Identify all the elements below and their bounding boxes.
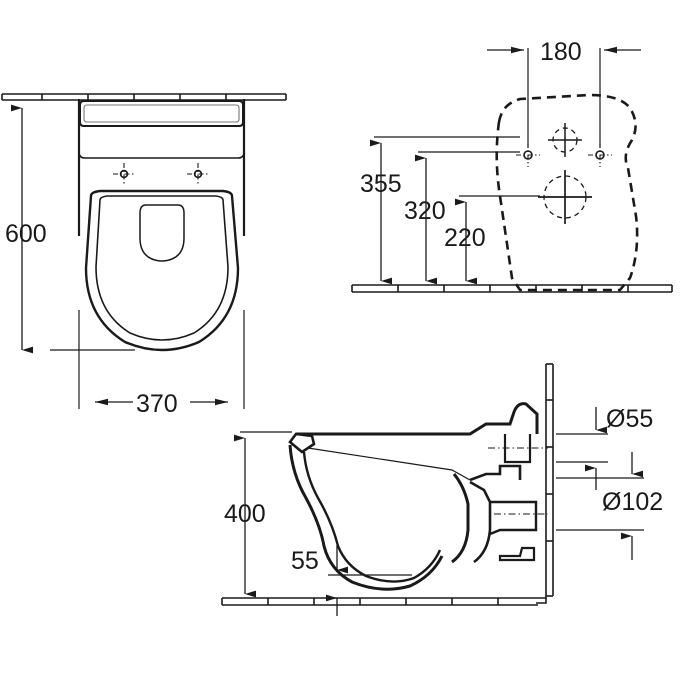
- dimension-180-label: 180: [540, 38, 582, 66]
- plan-fixing-hole-right: [187, 163, 209, 185]
- plan-seat-lid: [78, 100, 245, 159]
- dimension-320-label: 320: [404, 197, 446, 225]
- dimension-55-label: 55: [291, 547, 319, 575]
- plan-body-outline: [77, 99, 246, 236]
- elevation-dashed-outline: [495, 93, 639, 292]
- elevation-floor-line: [351, 284, 673, 293]
- dimension-355: 355: [360, 136, 520, 285]
- side-section-view: 400 55 Ø55 Ø102: [221, 363, 663, 616]
- dimension-220-label: 220: [444, 224, 486, 252]
- dimension-600-label: 600: [5, 220, 47, 248]
- plan-bowl-opening: [139, 204, 185, 262]
- dimension-diameter-55-label: Ø55: [606, 405, 653, 433]
- dimension-diameter-102: Ø102: [556, 452, 663, 560]
- dimension-55: 55: [291, 545, 412, 616]
- dimension-320: 320: [404, 151, 520, 285]
- dimension-diameter-55: Ø55: [556, 405, 653, 490]
- elevation-outlet-upper: [548, 123, 582, 157]
- dimension-400: 400: [224, 431, 292, 598]
- dimension-600: 600: [5, 104, 135, 354]
- elevation-outlet-lower: [538, 170, 592, 224]
- plan-fixing-hole-left: [113, 163, 135, 185]
- side-toilet-profile: [288, 402, 548, 591]
- dimension-220: 220: [444, 195, 540, 285]
- dimension-400-label: 400: [224, 500, 266, 528]
- side-wall-line: [536, 363, 554, 604]
- dimension-180: 180: [487, 38, 641, 148]
- dimension-diameter-102-label: Ø102: [602, 488, 663, 516]
- rear-elevation-view: 180 355 320: [351, 38, 673, 293]
- plan-view: 600 370: [1, 93, 287, 418]
- dimension-370: 370: [78, 310, 245, 418]
- side-floor-line: [221, 597, 546, 606]
- dimension-370-label: 370: [136, 390, 178, 418]
- plan-bowl-rim: [84, 189, 240, 352]
- dimension-355-label: 355: [360, 170, 402, 198]
